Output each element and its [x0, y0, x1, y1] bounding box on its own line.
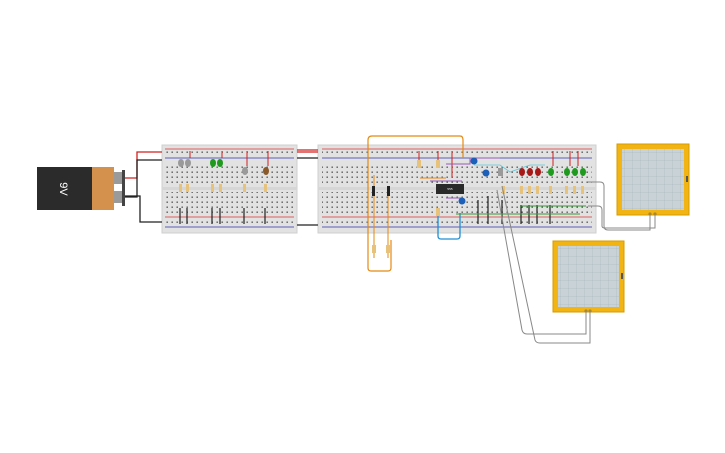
capacitor-3[interactable]: [458, 197, 466, 205]
led-gray-1[interactable]: [178, 159, 184, 167]
battery-label: 9V: [57, 182, 69, 196]
led-brown[interactable]: [263, 167, 269, 175]
led-red-1[interactable]: [519, 168, 525, 176]
capacitor-2[interactable]: [482, 169, 490, 177]
probe-wires: [496, 181, 656, 344]
capacitor-1[interactable]: [470, 157, 478, 165]
left-board-components: [178, 151, 269, 224]
power-wires: [125, 149, 318, 226]
breadboard-left[interactable]: [161, 144, 298, 234]
led-gray-3[interactable]: [242, 167, 248, 175]
led-green-1[interactable]: [210, 159, 216, 167]
led-green-3[interactable]: [548, 168, 554, 176]
battery-9v[interactable]: 9V: [37, 167, 125, 210]
led-red-2[interactable]: [527, 168, 533, 176]
main-board-components: 555: [367, 135, 586, 272]
led-green-2[interactable]: [217, 159, 223, 167]
ic-555-chip[interactable]: 555: [436, 184, 464, 194]
led-green-4[interactable]: [564, 168, 570, 176]
led-green-6[interactable]: [580, 168, 586, 176]
ic-label: 555: [447, 187, 453, 191]
led-gray-2[interactable]: [185, 159, 191, 167]
oscilloscope-2[interactable]: [552, 240, 625, 313]
led-green-5[interactable]: [572, 168, 578, 176]
led-red-3[interactable]: [535, 168, 541, 176]
oscilloscope-1[interactable]: [616, 143, 690, 216]
